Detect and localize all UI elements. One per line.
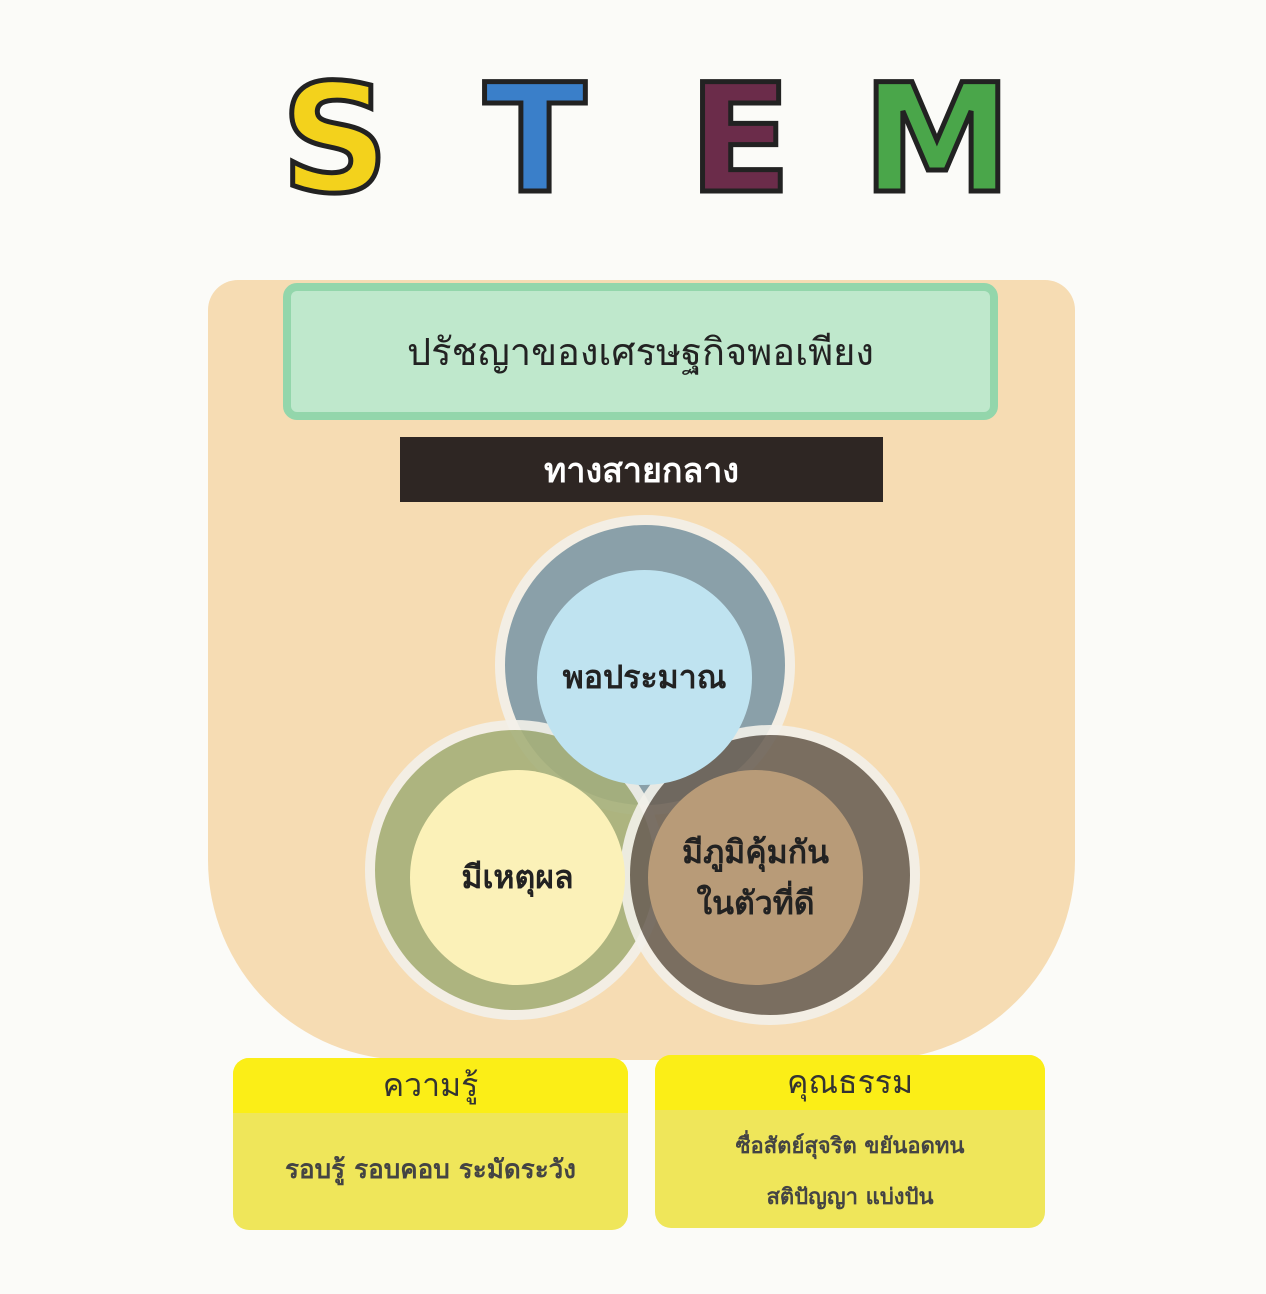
knowledge-heading: ความรู้ <box>233 1058 628 1113</box>
morality-heading: คุณธรรม <box>655 1055 1045 1110</box>
logo-letter-e: E <box>686 53 793 227</box>
knowledge-text: รอบรู้ รอบคอบ ระมัดระวัง <box>285 1155 576 1185</box>
morality-line-1: ซื่อสัตย์สุจริต ขยันอดทน <box>735 1134 965 1159</box>
logo-letter-t: T <box>481 53 588 227</box>
title-box: ปรัชญาของเศรษฐกิจพอเพียง <box>283 283 998 420</box>
circle-right-label-1: มีภูมิคุ้มกัน <box>681 832 830 871</box>
circle-top: พอประมาณ <box>537 570 752 785</box>
logo-letter-m: M <box>860 53 1014 227</box>
knowledge-box: ความรู้ รอบรู้ รอบคอบ ระมัดระวัง <box>233 1058 628 1230</box>
middle-path-label: ทางสายกลาง <box>544 450 739 491</box>
middle-path-bar: ทางสายกลาง <box>400 437 883 502</box>
circle-left: มีเหตุผล <box>410 770 625 985</box>
morality-box: คุณธรรม ซื่อสัตย์สุจริต ขยันอดทน สติปัญญ… <box>655 1055 1045 1228</box>
circle-left-label: มีเหตุผล <box>461 858 574 896</box>
circle-right: มีภูมิคุ้มกัน ในตัวที่ดี <box>648 770 863 985</box>
diagram-title: ปรัชญาของเศรษฐกิจพอเพียง <box>407 330 874 374</box>
morality-line-2: สติปัญญา แบ่งปัน <box>766 1185 934 1210</box>
logo-letter-s: S <box>278 53 391 227</box>
circle-top-label: พอประมาณ <box>562 658 727 696</box>
circle-right-label-2: ในตัวที่ดี <box>696 883 815 922</box>
